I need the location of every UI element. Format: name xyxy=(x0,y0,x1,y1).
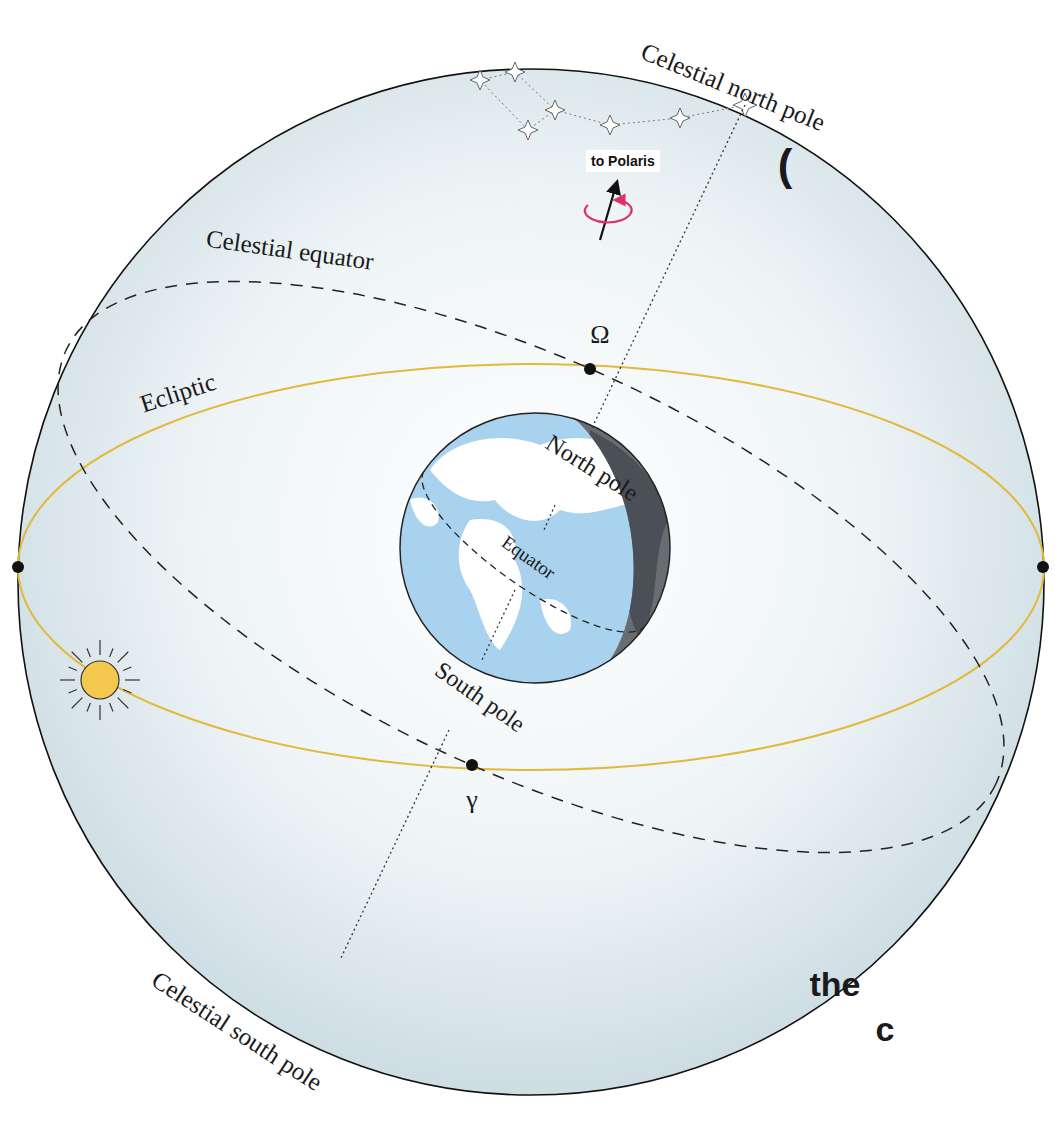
star-symbol xyxy=(600,115,620,135)
star-symbol xyxy=(545,100,565,120)
sun-symbol xyxy=(72,652,83,663)
sun-symbol xyxy=(72,698,83,709)
sun-symbol xyxy=(60,640,140,720)
point-label: Ω xyxy=(590,321,609,350)
earth-globe xyxy=(540,599,571,634)
slide-text: the xyxy=(810,966,861,1003)
ecliptic-line xyxy=(18,364,1044,770)
earth-globe xyxy=(410,498,439,527)
sun-symbol xyxy=(87,703,90,711)
celestial-sphere xyxy=(18,69,1044,1095)
sun-symbol xyxy=(123,690,131,693)
sun-symbol xyxy=(99,705,100,720)
sun-symbol xyxy=(110,649,113,657)
celestial-equator-line xyxy=(0,164,1055,969)
sun-symbol xyxy=(69,667,77,670)
star-symbol xyxy=(470,70,490,90)
box-text: to Polaris xyxy=(591,153,655,169)
sun-symbol xyxy=(81,661,119,699)
polaris-arrow xyxy=(585,182,632,240)
sun-symbol xyxy=(69,690,77,693)
sun-symbol xyxy=(118,698,129,709)
star-symbol xyxy=(518,120,538,140)
earth-globe xyxy=(400,413,670,683)
star-symbol xyxy=(505,62,525,82)
slide-text: c xyxy=(876,1011,895,1048)
sun-symbol xyxy=(123,667,131,670)
intersection-dot xyxy=(12,363,1049,771)
point-label: γ xyxy=(466,786,478,815)
rotation-axis xyxy=(340,105,745,960)
sun-symbol xyxy=(110,703,113,711)
intersection-dot xyxy=(1037,561,1049,573)
intersection-dot xyxy=(584,363,596,375)
polaris-arrow xyxy=(585,200,632,222)
slide-text: ( xyxy=(778,141,793,189)
earth-globe xyxy=(400,413,670,683)
sun-symbol xyxy=(87,649,90,657)
sun-symbol xyxy=(125,679,140,680)
intersection-dot xyxy=(12,561,24,573)
star-symbol xyxy=(670,108,690,128)
sun-symbol xyxy=(60,679,75,680)
intersection-dot xyxy=(466,759,478,771)
rotation-axis xyxy=(340,105,745,960)
earth-globe xyxy=(410,419,670,660)
label-box: to Polaris xyxy=(586,150,660,172)
sun-symbol xyxy=(99,640,100,655)
sun-symbol xyxy=(118,652,129,663)
polaris-arrow xyxy=(600,182,617,240)
earth-globe xyxy=(400,413,670,683)
